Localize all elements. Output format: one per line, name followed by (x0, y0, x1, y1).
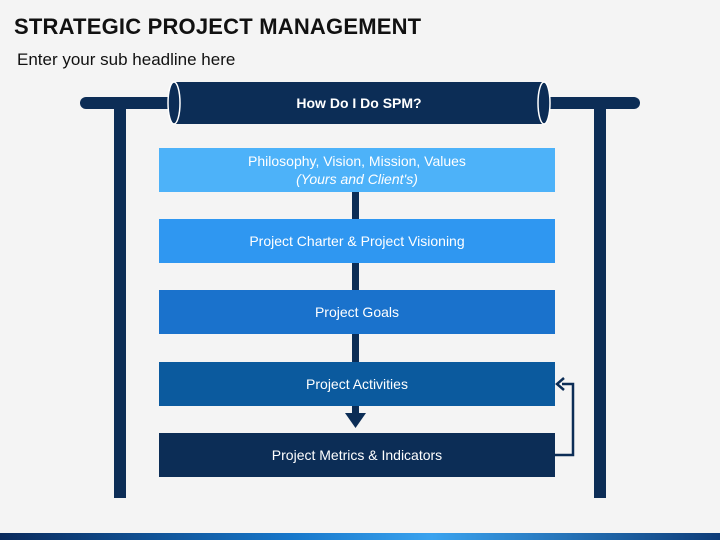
feedback-loop-arrow (555, 382, 575, 457)
flow-arrowhead (345, 413, 366, 428)
step-label: Project Charter & Project Visioning (249, 233, 465, 249)
feedback-arrowhead (555, 377, 565, 391)
step-label: Philosophy, Vision, Mission, Values (248, 153, 466, 169)
banner-label: How Do I Do SPM? (296, 95, 422, 111)
footer-accent-bar (0, 533, 720, 540)
right-pole (594, 101, 606, 498)
step-label: Project Goals (314, 304, 400, 320)
step-note: (Yours and Client's) (296, 171, 418, 187)
banner-scroll-right-cap (537, 81, 551, 125)
banner-scroll (174, 82, 544, 124)
step-project-charter: Project Charter & Project Visioning (159, 219, 555, 263)
left-pole (114, 101, 126, 498)
page-subtitle: Enter your sub headline here (17, 50, 236, 69)
page-title: STRATEGIC PROJECT MANAGEMENT (14, 14, 422, 39)
step-project-metrics: Project Metrics & Indicators (159, 433, 555, 477)
step-project-goals: Project Goals (159, 290, 555, 334)
step-label: Project Activities (306, 376, 408, 392)
step-philosophy: Philosophy, Vision, Mission, Values (You… (159, 148, 555, 192)
step-label: Project Metrics & Indicators (271, 447, 443, 463)
banner-scroll-left-cap (167, 81, 181, 125)
step-project-activities: Project Activities (159, 362, 555, 406)
